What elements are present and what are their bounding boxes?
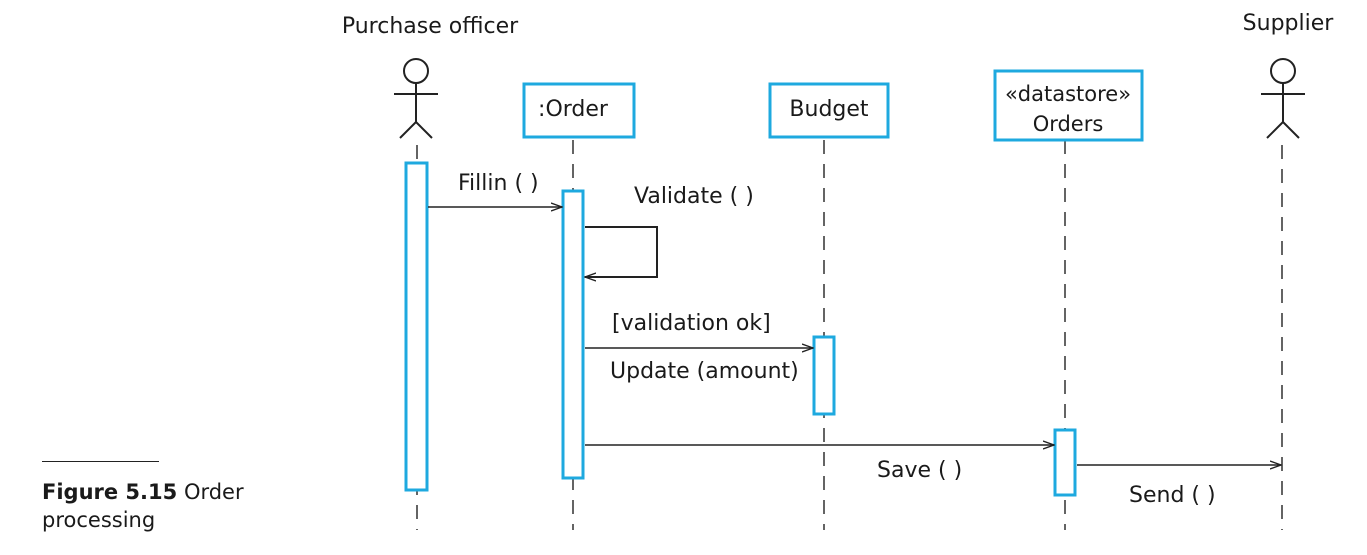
object-box-order — [522, 82, 636, 139]
activation-bar-purchase-officer — [404, 161, 429, 492]
object-box-budget — [768, 82, 890, 139]
activation-bar-order — [561, 189, 585, 480]
object-box-orders-datastore — [993, 69, 1144, 142]
stick-figure-icon — [1261, 58, 1305, 139]
message-label-fillin: Fillin ( ) — [458, 171, 539, 196]
caption-rule — [42, 461, 159, 462]
object-label-orders: Orders — [1033, 112, 1104, 136]
guard-condition-label: [validation ok] — [612, 311, 771, 336]
activation-bar-orders-datastore — [1053, 428, 1077, 497]
activation-bar-budget — [812, 335, 836, 416]
figure-title: Order processing — [42, 480, 244, 532]
message-arrow-validate — [585, 226, 658, 277]
object-stereotype-datastore: «datastore» — [1005, 82, 1131, 106]
message-label-update: Update (amount) — [610, 359, 799, 384]
stick-figure-icon — [394, 58, 438, 139]
figure-number: Figure 5.15 — [42, 480, 178, 504]
message-label-validate: Validate ( ) — [634, 184, 754, 209]
actor-label-supplier: Supplier — [1243, 11, 1335, 36]
message-label-save: Save ( ) — [877, 458, 962, 483]
figure-caption: Figure 5.15 Order processing — [42, 478, 302, 534]
message-label-send: Send ( ) — [1129, 483, 1216, 508]
object-label-budget: Budget — [789, 97, 869, 122]
actor-label-purchase-officer: Purchase officer — [342, 14, 519, 39]
object-label-order: :Order — [538, 97, 609, 122]
